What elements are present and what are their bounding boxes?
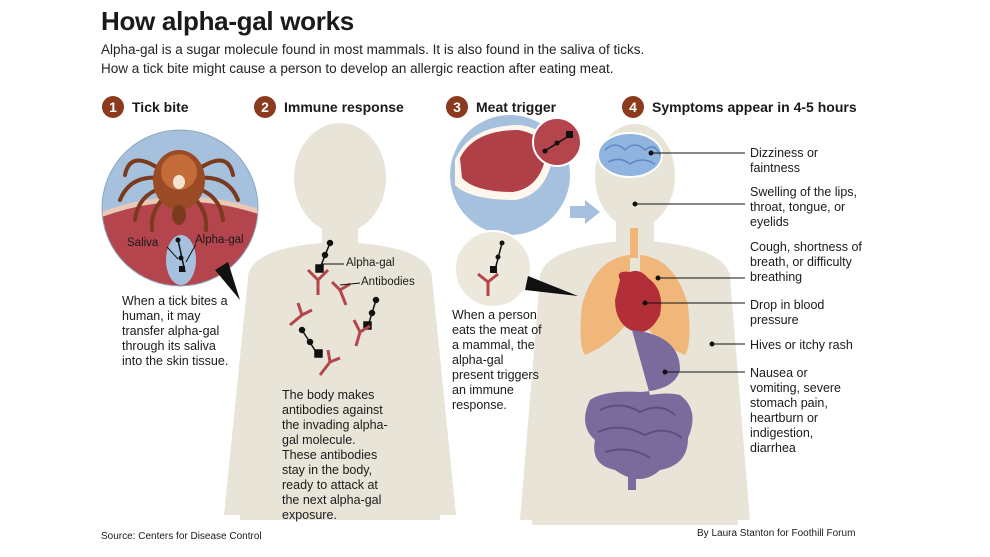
step-2-badge: 2: [254, 96, 276, 118]
tick-alpha-gal-label: Alpha-gal: [195, 234, 244, 246]
alpha-gal-molecule-icon: [175, 237, 186, 273]
step-2-label: Immune response: [284, 99, 404, 115]
symptom-leader-lines: [635, 152, 745, 373]
step-3-description: When a person eats the meat of a mammal,…: [452, 308, 542, 412]
alpha-gal-molecule-icon: [542, 131, 573, 154]
digestive-system-icon: [585, 330, 693, 490]
tick-bite-illustration: [101, 129, 259, 300]
page-title: How alpha-gal works: [101, 6, 354, 36]
organs: [580, 132, 693, 490]
alpha-gal-molecule-icon: [490, 240, 505, 273]
meat-illustration: [450, 115, 600, 308]
source-note: Source: Centers for Disease Control: [101, 531, 262, 542]
symptom-blood-pressure: Drop in blood pressure: [750, 298, 825, 327]
symptom-nausea: Nausea or vomiting, severe stomach pain,…: [750, 366, 842, 455]
body-silhouette-immune: [224, 123, 456, 520]
step-1-badge: 1: [102, 96, 124, 118]
credit-note: By Laura Stanton for Foothill Forum: [697, 528, 856, 539]
antibody-icon: [477, 272, 499, 296]
tick-saliva-label: Saliva: [127, 237, 159, 249]
step-2-header: 2 Immune response: [254, 96, 404, 118]
step-3-header: 3 Meat trigger: [446, 96, 556, 118]
step-1-description: When a tick bites a human, it may transf…: [122, 294, 229, 368]
step-4-badge: 4: [622, 96, 644, 118]
heart-icon: [615, 270, 662, 333]
subtitle-line-1: Alpha-gal is a sugar molecule found in m…: [101, 42, 645, 57]
symptom-hives: Hives or itchy rash: [750, 338, 853, 352]
symptom-swelling: Swelling of the lips, throat, tongue, or…: [750, 185, 858, 229]
subtitle-line-2: How a tick bite might cause a person to …: [101, 61, 614, 76]
lungs-icon: [580, 255, 690, 355]
step-1-header: 1 Tick bite: [102, 96, 189, 118]
symptom-cough: Cough, shortness of breath, or difficult…: [750, 240, 862, 284]
immune-antibodies-label: Antibodies: [361, 276, 415, 288]
brain-icon: [597, 132, 663, 178]
step-2-description: The body makes antibodies against the in…: [282, 388, 388, 522]
step-4-label: Symptoms appear in 4-5 hours: [652, 99, 857, 115]
step-4-header: 4 Symptoms appear in 4-5 hours: [622, 96, 857, 118]
step-3-badge: 3: [446, 96, 468, 118]
immune-molecules: [289, 239, 380, 376]
immune-alpha-gal-label: Alpha-gal: [346, 257, 395, 269]
step-3-label: Meat trigger: [476, 99, 557, 115]
symptom-dizziness: Dizziness or faintness: [750, 146, 819, 175]
step-1-label: Tick bite: [132, 99, 189, 115]
